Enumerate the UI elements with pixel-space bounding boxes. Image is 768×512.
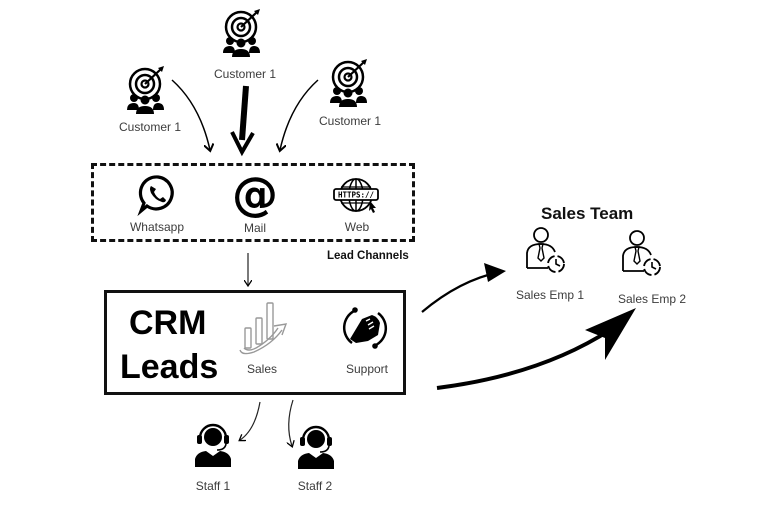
arrow-crm-to-sales-emp-1-head [484, 263, 506, 282]
arrow-customer-center-to-channels [239, 85, 249, 141]
channel-label: Whatsapp [129, 220, 185, 234]
arrow-crm-to-sales-emp-2-head [585, 308, 636, 360]
customer-label: Customer 1 [118, 120, 182, 134]
channel-label: Web [344, 220, 370, 234]
sales-emp-label: Sales Emp 1 [515, 288, 585, 302]
growth-chart-icon [239, 302, 288, 355]
crm-item-label: Sales [246, 362, 278, 376]
whatsapp-icon [137, 175, 174, 217]
headset-agent-icon [298, 425, 334, 469]
https-globe-icon: HTTPS:// [333, 178, 379, 213]
arrow-crm-to-staff-2 [289, 399, 293, 446]
target-audience-icon [330, 59, 367, 107]
crm-item-label: Support [345, 362, 389, 376]
employee-clock-icon [622, 230, 661, 276]
svg-text:@: @ [232, 167, 278, 221]
customer-label: Customer 1 [318, 114, 382, 128]
channel-label: Mail [243, 221, 266, 235]
lead-channels-title: Lead Channels [327, 250, 409, 262]
lead-channels-box [91, 163, 415, 242]
handshake-support-icon [342, 307, 388, 349]
https-text: HTTPS:// [338, 191, 375, 200]
crm-title-line1: CRM [129, 304, 207, 342]
staff-label: Staff 2 [297, 479, 333, 493]
arrow-customer-left-to-channels [171, 79, 210, 150]
arrow-crm-to-sales-emp-2 [436, 328, 612, 390]
crm-title-line2: Leads [120, 348, 219, 386]
sales-emp-label: Sales Emp 2 [617, 292, 687, 306]
target-audience-icon [223, 9, 260, 57]
customer-label: Customer 1 [213, 67, 277, 81]
employee-clock-icon [526, 227, 565, 273]
arrow-customer-right-to-channels [280, 79, 319, 150]
staff-label: Staff 1 [195, 479, 231, 493]
headset-agent-icon [195, 423, 231, 467]
crm-leads-box [104, 290, 406, 395]
arrow-customer-center-head [230, 131, 255, 157]
target-audience-icon [127, 66, 164, 114]
at-sign-icon: @ [232, 167, 278, 221]
sales-team-title: Sales Team [541, 204, 634, 223]
arrow-crm-to-staff-1 [240, 401, 261, 440]
